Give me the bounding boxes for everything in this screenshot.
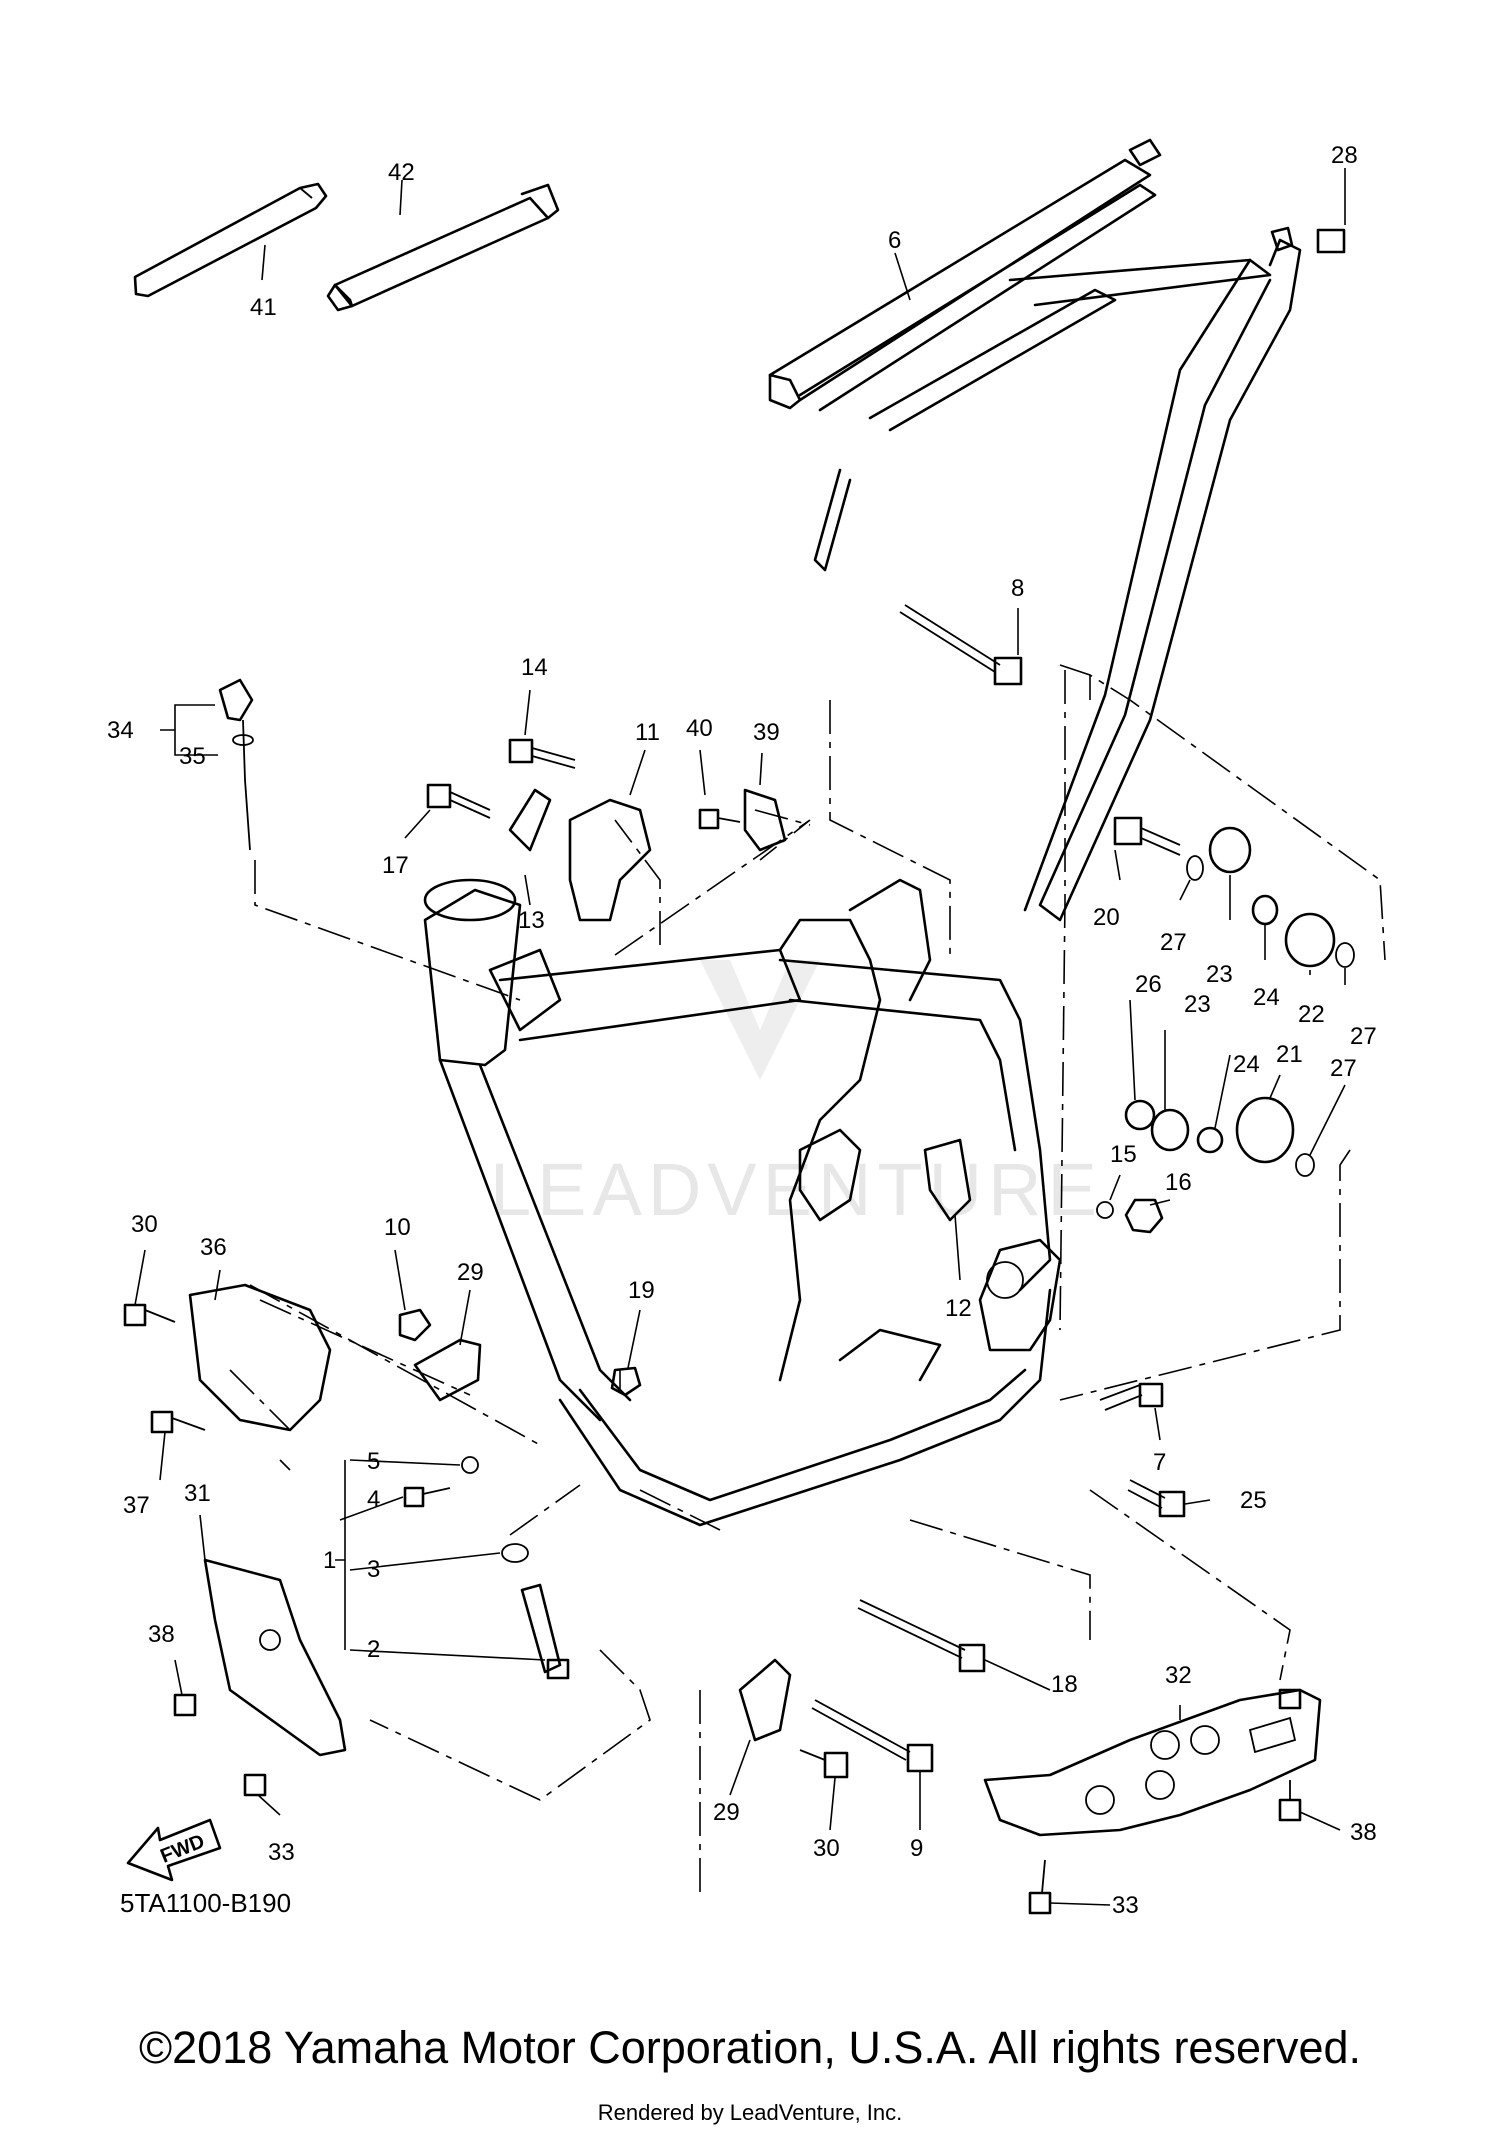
rendered-by-notice: Rendered by LeadVenture, Inc. <box>597 2100 903 2125</box>
rear-subframe-6[interactable] <box>768 138 1302 922</box>
callout-27c: 27 <box>1330 1055 1357 1082</box>
small-parts[interactable] <box>123 228 1355 1915</box>
callout-28: 28 <box>1331 142 1358 169</box>
callout-21: 21 <box>1276 1041 1303 1068</box>
callout-17: 17 <box>382 852 409 879</box>
callout-9: 9 <box>910 1835 923 1862</box>
callout-5: 5 <box>367 1448 380 1475</box>
callout-13: 13 <box>518 907 545 934</box>
callout-26: 26 <box>1135 971 1162 998</box>
copyright-notice: ©2018 Yamaha Motor Corporation, U.S.A. A… <box>138 2022 1362 2073</box>
callout-24a: 24 <box>1253 984 1280 1011</box>
callout-42: 42 <box>388 159 415 186</box>
assembly-lines <box>229 664 1386 1900</box>
callout-3: 3 <box>367 1556 380 1583</box>
callout-23b: 23 <box>1184 991 1211 1018</box>
callout-29b: 29 <box>713 1799 740 1826</box>
diagram-code: 5TA1100-B190 <box>120 1888 291 1918</box>
callout-15: 15 <box>1110 1141 1137 1168</box>
callout-8: 8 <box>1011 575 1024 602</box>
callout-14: 14 <box>521 654 548 681</box>
leader-lines <box>134 168 1346 1906</box>
callout-29a: 29 <box>457 1259 484 1286</box>
callout-11: 11 <box>635 719 660 746</box>
callout-labels: 1 2 3 4 5 6 7 8 9 10 11 12 13 14 15 16 1… <box>107 142 1377 1919</box>
tool-42-plug-wrench[interactable] <box>326 183 560 312</box>
callout-6: 6 <box>888 227 901 254</box>
callout-30a: 30 <box>131 1211 158 1238</box>
callout-16: 16 <box>1165 1169 1192 1196</box>
callout-27b: 27 <box>1350 1023 1377 1050</box>
callout-20: 20 <box>1093 904 1120 931</box>
callout-24b: 24 <box>1233 1051 1260 1078</box>
callout-32: 32 <box>1165 1662 1192 1689</box>
callout-35: 35 <box>179 743 206 770</box>
callout-30b: 30 <box>813 1835 840 1862</box>
fwd-arrow-icon: FWD <box>126 1818 222 1882</box>
callout-4: 4 <box>367 1486 380 1513</box>
callout-23a: 23 <box>1206 961 1233 988</box>
callout-19: 19 <box>628 1277 655 1304</box>
tool-41-wrench[interactable] <box>133 182 328 298</box>
callout-18: 18 <box>1051 1671 1078 1698</box>
watermark-text: LEADVENTURE <box>490 1148 1103 1231</box>
callout-7: 7 <box>1153 1449 1166 1476</box>
callout-33b: 33 <box>1112 1892 1139 1919</box>
main-frame-1[interactable] <box>423 878 1062 1527</box>
callout-38a: 38 <box>148 1621 175 1648</box>
callout-40: 40 <box>686 715 713 742</box>
callout-34: 34 <box>107 717 134 744</box>
callout-2: 2 <box>367 1636 380 1663</box>
callout-22: 22 <box>1298 1001 1325 1028</box>
callout-38b: 38 <box>1350 1819 1377 1846</box>
callout-41: 41 <box>250 294 277 321</box>
callout-27a: 27 <box>1160 929 1187 956</box>
callout-37: 37 <box>123 1492 150 1519</box>
callout-10: 10 <box>384 1214 411 1241</box>
callout-12: 12 <box>945 1295 972 1322</box>
callout-33a: 33 <box>268 1839 295 1866</box>
callout-39: 39 <box>753 719 780 746</box>
callout-25: 25 <box>1240 1487 1267 1514</box>
callout-1: 1 <box>323 1547 336 1574</box>
callout-36: 36 <box>200 1234 227 1261</box>
callout-31: 31 <box>184 1480 211 1507</box>
